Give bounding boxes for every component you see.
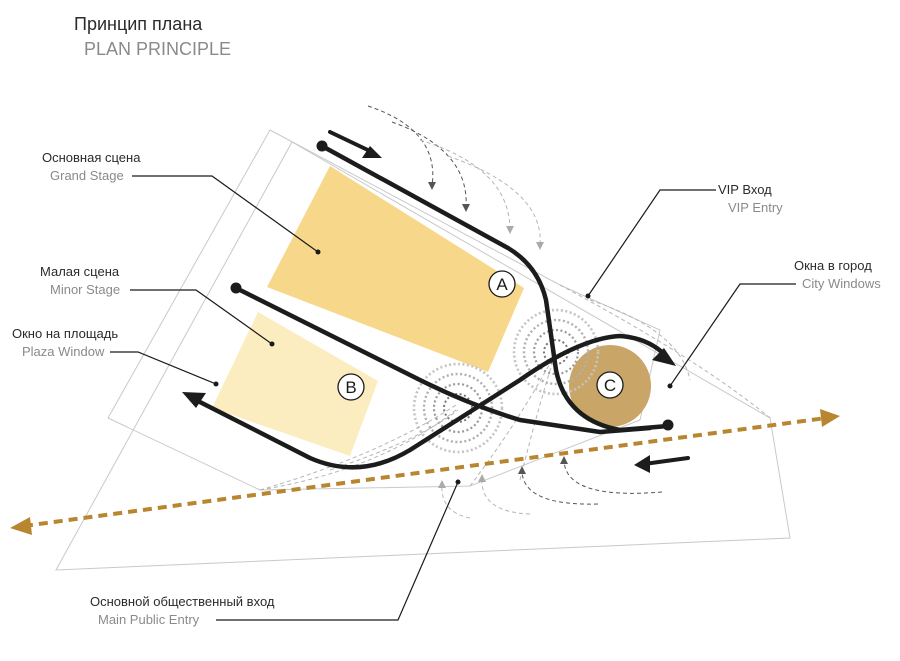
- main-entry-en: Main Public Entry: [98, 612, 200, 627]
- zone-c-marker: C: [596, 371, 624, 399]
- outer-site-boundary: [55, 141, 791, 571]
- axis-arrow-left: [10, 517, 32, 535]
- zone-a-letter: A: [496, 275, 508, 294]
- title-ru: Принцип плана: [74, 14, 203, 34]
- view-fan-lines: [259, 284, 771, 491]
- vip-entry-en: VIP Entry: [728, 200, 783, 215]
- title-en: PLAN PRINCIPLE: [84, 39, 231, 59]
- zone-b-marker: B: [337, 373, 365, 401]
- inner-site-boundary: [107, 129, 661, 491]
- zone-c-letter: C: [604, 376, 616, 395]
- bottom-approach-dashes: [438, 456, 663, 519]
- label-main-entry: Основной общественный вход Main Public E…: [90, 479, 461, 627]
- label-plaza-window: Окно на площадь Plaza Window: [12, 326, 219, 387]
- city-windows-ru: Окна в город: [794, 258, 872, 273]
- site-outlines: [55, 129, 791, 571]
- circulation-paths: [182, 130, 690, 473]
- plaza-window-en: Plaza Window: [22, 344, 105, 359]
- label-city-windows: Окна в город City Windows: [667, 258, 881, 389]
- minor-stage-en: Minor Stage: [50, 282, 120, 297]
- window-rings-right: [512, 308, 600, 396]
- plaza-window-ru: Окно на площадь: [12, 326, 118, 341]
- label-vip-entry: VIP Вход VIP Entry: [585, 182, 783, 299]
- zone-a-marker: A: [488, 270, 516, 298]
- grand-stage-area: [267, 166, 524, 372]
- top-approach-dashes: [367, 105, 544, 250]
- grand-stage-ru: Основная сцена: [42, 150, 141, 165]
- label-grand-stage: Основная сцена Grand Stage: [42, 150, 321, 255]
- axis-arrow-right: [820, 409, 840, 427]
- label-minor-stage: Малая сцена Minor Stage: [40, 264, 275, 347]
- main-axis: [10, 409, 840, 535]
- minor-stage-area: [212, 312, 378, 456]
- minor-stage-ru: Малая сцена: [40, 264, 120, 279]
- zone-b-letter: B: [345, 378, 356, 397]
- grand-stage-en: Grand Stage: [50, 168, 124, 183]
- entry-arrow-right: [642, 456, 690, 466]
- vip-entry-ru: VIP Вход: [718, 182, 772, 197]
- city-windows-en: City Windows: [802, 276, 881, 291]
- main-entry-ru: Основной общественный вход: [90, 594, 275, 609]
